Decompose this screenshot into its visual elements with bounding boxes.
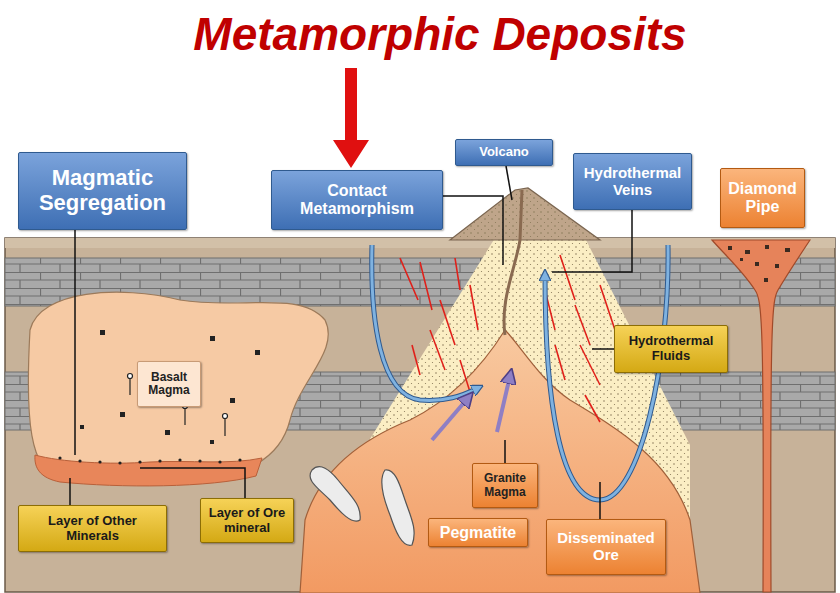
vein <box>555 345 565 380</box>
topsoil <box>5 238 835 248</box>
crystal <box>120 412 125 417</box>
kimberlite-fragment <box>765 245 769 249</box>
vein <box>400 258 418 300</box>
hydrothermal-flow-outline <box>372 245 478 400</box>
vein-group <box>400 255 615 422</box>
vein <box>430 330 445 370</box>
ore-grain <box>218 460 221 463</box>
box-label: Pegmatite <box>440 524 516 542</box>
vein <box>580 345 600 385</box>
label-box: Volcano <box>455 139 553 166</box>
leader-line <box>443 196 503 265</box>
box-label: Hydrothermal Fluids <box>619 334 723 363</box>
label-box: Basalt Magma <box>137 361 201 407</box>
hydrothermal-flow-arrow <box>372 245 478 400</box>
kimberlite-fragment <box>728 246 732 250</box>
crystal <box>80 425 84 429</box>
box-label: Granite Magma <box>477 472 533 499</box>
box-label: Basalt Magma <box>142 371 196 398</box>
crystal <box>230 398 235 403</box>
pegmatite-body <box>382 470 414 545</box>
ore-grain <box>78 459 81 462</box>
settling-trail <box>129 378 130 395</box>
kimberlite-fragment-group <box>728 245 790 282</box>
box-label: Disseminated Ore <box>551 530 661 564</box>
label-box: Layer of Ore mineral <box>200 498 294 543</box>
label-box: Diamond Pipe <box>720 168 805 228</box>
fluid-rise-arrow <box>497 376 510 432</box>
fluid-rise-arrow <box>432 398 468 440</box>
ground <box>5 238 835 592</box>
kimberlite-fragment <box>745 250 750 254</box>
kimberlite-fragment <box>775 264 779 268</box>
ore-grain <box>158 459 161 462</box>
leader-line <box>74 230 76 455</box>
label-box: Contact Metamorphism <box>271 170 443 230</box>
leader-line <box>552 210 632 272</box>
diagram-title: Metamorphic Deposits <box>90 6 790 62</box>
box-label: Contact Metamorphism <box>276 182 438 218</box>
crystal <box>255 350 260 355</box>
vein <box>560 255 575 300</box>
box-label: Magmatic Segregation <box>23 166 182 215</box>
vein <box>600 285 615 330</box>
crystal <box>210 440 214 444</box>
ore-grain <box>58 456 61 459</box>
kimberlite-fragment <box>755 262 759 266</box>
label-box: Disseminated Ore <box>546 519 666 575</box>
pegmatite-body <box>310 467 360 521</box>
leader-line <box>504 440 506 463</box>
vein <box>412 345 420 375</box>
ore-grain <box>238 458 241 461</box>
label-box: Hydrothermal Veins <box>573 153 692 210</box>
leader-line <box>140 468 245 498</box>
settling-trail <box>224 418 225 436</box>
box-label: Layer of Ore mineral <box>205 506 289 535</box>
leader-line <box>592 348 614 350</box>
vein <box>455 258 460 290</box>
title-pointer-arrow <box>333 68 369 168</box>
vein <box>585 395 600 422</box>
kimberlite-fragment <box>764 278 768 282</box>
box-label: Volcano <box>479 145 529 160</box>
basalt-magma-body <box>28 292 328 478</box>
label-box: Granite Magma <box>472 463 538 508</box>
crystal <box>210 336 215 341</box>
ore-grain <box>138 460 141 463</box>
settling-crystal <box>223 414 228 419</box>
diamond-pipe-body <box>712 240 810 592</box>
box-label: Hydrothermal Veins <box>578 165 687 199</box>
volcanic-conduit <box>504 190 522 335</box>
settling-trail <box>184 408 185 425</box>
settling-crystal <box>128 374 133 379</box>
label-box: Hydrothermal Fluids <box>614 325 728 373</box>
leader-line <box>599 482 601 519</box>
vein <box>420 262 432 310</box>
leader-line <box>506 166 512 200</box>
crystal <box>165 430 170 435</box>
vein <box>440 300 455 345</box>
leader-line <box>69 478 71 505</box>
ore-layer <box>35 455 262 486</box>
box-label: Layer of Other Minerals <box>23 514 162 543</box>
kimberlite-fragment <box>785 248 790 252</box>
ore-grain <box>118 461 121 464</box>
vein <box>470 285 478 330</box>
label-box: Pegmatite <box>428 518 528 547</box>
box-label: Diamond Pipe <box>725 180 800 216</box>
crystal-group <box>58 330 260 465</box>
label-box: Magmatic Segregation <box>18 152 187 230</box>
kimberlite-fragment <box>740 258 743 261</box>
ore-grain <box>198 459 201 462</box>
label-box: Layer of Other Minerals <box>18 505 167 552</box>
vein <box>460 360 470 392</box>
ore-grain <box>178 458 181 461</box>
ore-grain <box>98 460 101 463</box>
vein <box>575 305 590 345</box>
crystal <box>100 330 105 335</box>
